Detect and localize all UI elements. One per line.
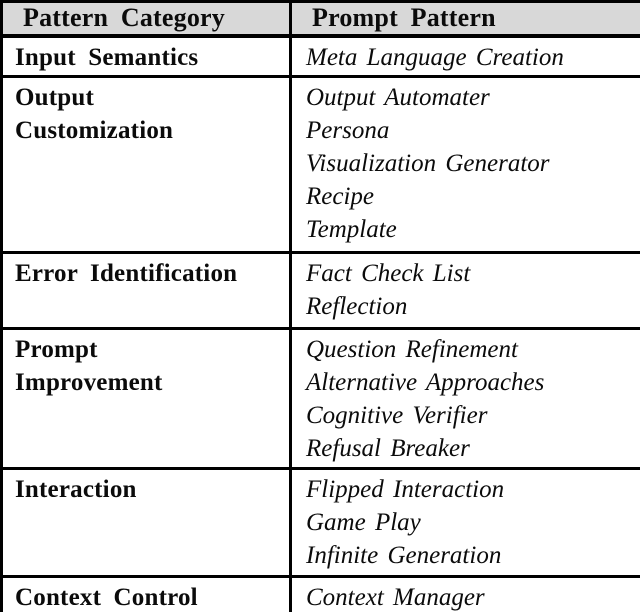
table-row: Input Semantics Meta Language Creation: [1, 36, 640, 76]
category-cell: Context Control: [2, 576, 291, 612]
category-line: Input Semantics: [15, 44, 199, 71]
header-row: Pattern Category Prompt Pattern: [1, 1, 640, 38]
patterns-cell: Context Manager: [289, 576, 640, 612]
category-cell: Input Semantics: [2, 36, 291, 76]
pattern-item: Refusal Breaker: [306, 434, 470, 462]
pattern-item: Reflection: [306, 292, 408, 320]
pattern-item: Fact Check List: [306, 259, 471, 287]
pattern-item: Cognitive Verifier: [306, 401, 488, 429]
table-header: Pattern Category Prompt Pattern: [1, 1, 640, 38]
pattern-item: Flipped Interaction: [306, 475, 505, 503]
patterns-cell: Meta Language Creation: [289, 36, 640, 76]
pattern-item: Visualization Generator: [306, 149, 550, 177]
category-line: Customization: [15, 116, 174, 144]
pattern-item: Game Play: [306, 508, 421, 536]
header-pattern-category: Pattern Category: [1, 1, 291, 38]
pattern-item: Persona: [306, 116, 390, 144]
pattern-item: Meta Language Creation: [306, 44, 564, 71]
pattern-item: Question Refinement: [306, 335, 518, 363]
category-line: Interaction: [15, 475, 137, 503]
pattern-item: Context Manager: [306, 583, 485, 611]
table-row: Context Control Context Manager: [1, 576, 640, 612]
category-line: Error Identification: [15, 259, 238, 287]
pattern-item: Output Automater: [306, 83, 490, 111]
header-prompt-pattern: Prompt Pattern: [289, 1, 640, 38]
pattern-item: Infinite Generation: [306, 541, 502, 569]
category-line: Output: [15, 83, 95, 111]
category-cell: Interaction: [2, 468, 291, 576]
pattern-item: Recipe: [306, 182, 375, 210]
pattern-item: Alternative Approaches: [306, 368, 545, 396]
category-line: Context Control: [15, 583, 198, 611]
category-line: Improvement: [15, 368, 163, 396]
category-cell: Error Identification: [2, 252, 291, 328]
category-line: Prompt: [15, 335, 98, 363]
pattern-item: Template: [306, 215, 397, 243]
